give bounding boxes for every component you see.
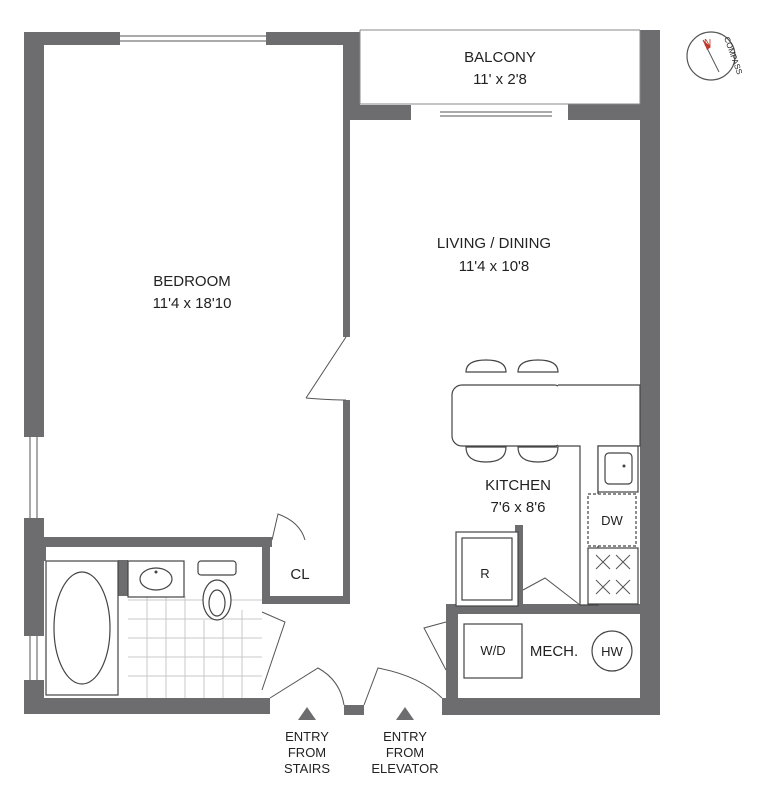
bedroom-name: BEDROOM: [153, 273, 231, 290]
kitchen-name: KITCHEN: [485, 477, 551, 494]
elevator-door: [363, 667, 443, 706]
stairs-door: [269, 667, 345, 706]
dishwasher-label: DW: [601, 513, 623, 528]
entry-stairs-line2: FROM: [288, 745, 326, 760]
bedroom-size: 11'4 x 18'10: [153, 295, 232, 312]
balcony: BALCONY 11' x 2'8: [359, 29, 641, 105]
entry-stairs-line3: STAIRS: [284, 761, 330, 776]
stove-icon: [595, 554, 631, 595]
kitchen-counter: DW: [587, 445, 639, 605]
living-name: LIVING / DINING: [437, 235, 551, 252]
water-heater-label: HW: [601, 644, 623, 659]
closet-name: CL: [290, 566, 309, 583]
refrigerator-label: R: [480, 566, 489, 581]
entry-stairs: ENTRY FROM STAIRS: [284, 707, 330, 776]
entry-elevator-line2: FROM: [386, 745, 424, 760]
entry-arrow-icon: [396, 707, 414, 720]
balcony-size: 11' x 2'8: [473, 71, 527, 88]
windows: [29, 35, 552, 680]
bath-door: [261, 611, 286, 691]
living-size: 11'4 x 10'8: [459, 258, 530, 275]
entry-arrow-icon: [298, 707, 316, 720]
bedroom-door: [305, 336, 347, 401]
compass-icon: N COMPASS: [686, 31, 744, 81]
entry-elevator: ENTRY FROM ELEVATOR: [371, 707, 439, 776]
entry-stairs-line1: ENTRY: [285, 729, 329, 744]
refrigerator: R: [455, 531, 519, 607]
kitchen-size: 7'6 x 8'6: [491, 499, 546, 516]
mech-room: W/D MECH. HW: [463, 623, 633, 679]
entry-elevator-line3: ELEVATOR: [371, 761, 438, 776]
bath-tile: [128, 596, 262, 698]
kitchen-door: [522, 577, 581, 606]
mech-name: MECH.: [530, 643, 578, 660]
compass-north: N: [704, 38, 711, 49]
closet-door: [271, 513, 306, 541]
kitchen-island: [451, 359, 641, 606]
balcony-name: BALCONY: [464, 49, 536, 66]
mech-door: [423, 621, 447, 671]
walls: [24, 30, 660, 715]
washer-dryer-label: W/D: [480, 643, 505, 658]
entry-elevator-line1: ENTRY: [383, 729, 427, 744]
bathroom: [45, 560, 262, 698]
